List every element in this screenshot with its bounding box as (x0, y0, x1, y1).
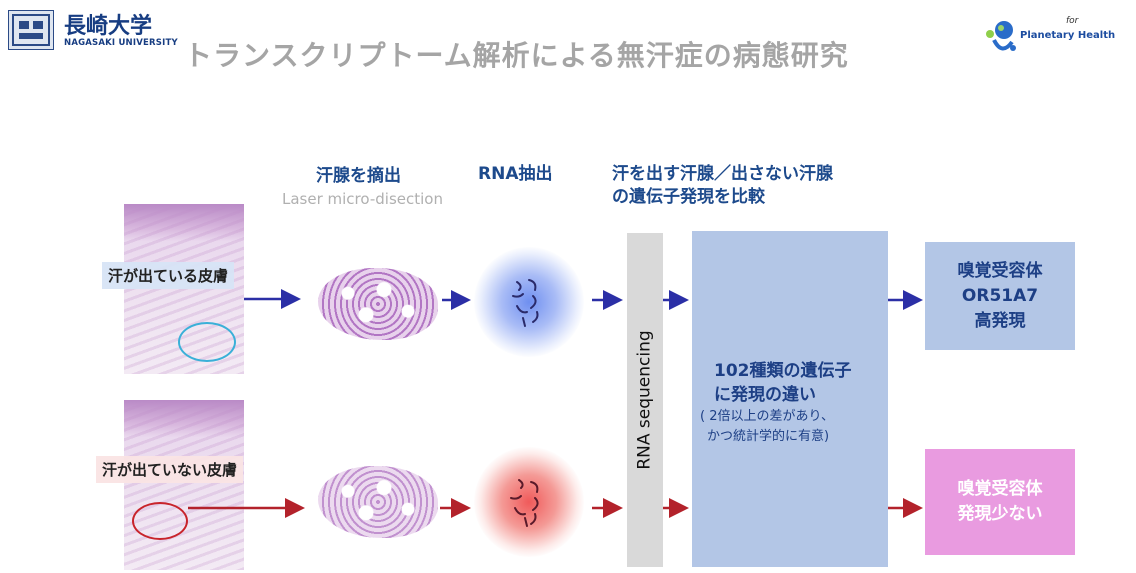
step-extract-method: Laser micro-disection (282, 190, 443, 208)
comparison-result-line2: に発現の違い (714, 385, 816, 405)
step-extract-title: 汗腺を摘出 (316, 166, 401, 186)
result-line: 高発現 (974, 310, 1026, 331)
extracted-sweat-gland-image (318, 268, 438, 340)
step-rna-title: RNA抽出 (478, 164, 553, 184)
page-title: トランスクリプトーム解析による無汗症の病態研究 (184, 39, 849, 72)
extracted-sweat-gland-image (318, 466, 438, 538)
rna-sample-blue (474, 247, 584, 357)
result-line: 嗅覚受容体 (957, 260, 1043, 281)
comparison-note-line2: かつ統計学的に有意) (707, 429, 830, 444)
university-emblem-icon (8, 10, 54, 50)
planetary-health-icon (986, 21, 1016, 51)
non-sweating-skin-image (124, 400, 244, 570)
non-sweating-skin-label: 汗が出ていない皮膚 (96, 456, 244, 483)
sweat-gland-highlight-circle (132, 502, 188, 540)
university-name-en: NAGASAKI UNIVERSITY (64, 38, 178, 48)
sweating-skin-label: 汗が出ている皮膚 (102, 262, 235, 289)
rna-sequencing-bar (627, 233, 663, 567)
rna-strand-icon (510, 479, 539, 527)
university-logo: 長崎大学 NAGASAKI UNIVERSITY (8, 8, 178, 60)
result-line: 嗅覚受容体 (957, 479, 1043, 499)
result-line: OR51A7 (961, 285, 1039, 306)
comparison-result-line1: 102種類の遺伝子 (714, 361, 852, 381)
sweat-gland-highlight-circle (178, 322, 236, 362)
rna-strand-icon (512, 279, 539, 327)
partner-logo-text: Planetary Health (1020, 30, 1116, 41)
partner-logo-prefix: for (1066, 16, 1079, 26)
university-name: 長崎大学 (64, 14, 153, 39)
gene-comparison-box (692, 231, 888, 567)
planetary-health-logo: for Planetary Health (984, 14, 1134, 62)
comparison-note-line1: ( 2倍以上の差があり、 (700, 409, 834, 424)
step-compare-title-line1: 汗を出す汗腺／出さない汗腺 (612, 164, 833, 184)
non-sweating-result-box: 嗅覚受容体 発現少ない (925, 449, 1075, 555)
step-compare-title-line2: の遺伝子発現を比較 (612, 187, 765, 207)
result-line: 発現少ない (957, 504, 1043, 524)
rna-sample-red (474, 447, 584, 557)
sweating-result-box: 嗅覚受容体 OR51A7 高発現 (925, 242, 1075, 350)
